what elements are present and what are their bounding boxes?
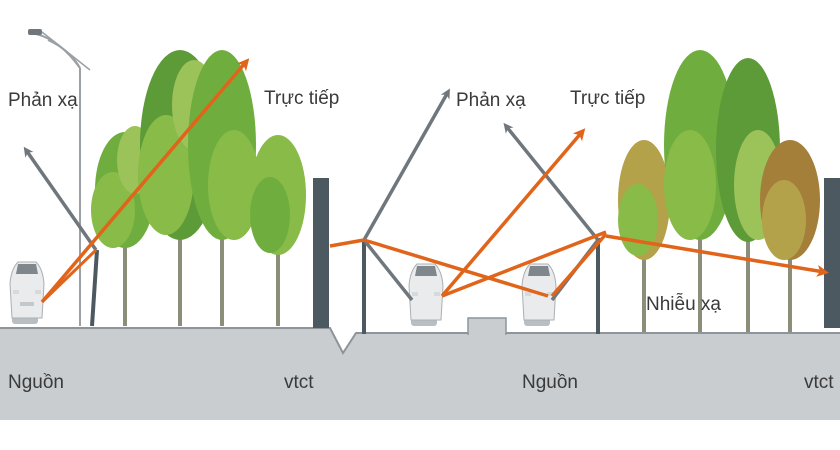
tree-icon: [250, 135, 306, 326]
ground: [0, 317, 840, 420]
reflected-arrow: [503, 122, 600, 242]
direct-arrow: [363, 238, 549, 298]
source-label: Nguồn: [522, 372, 578, 393]
direct-arrow: [329, 238, 365, 248]
direct-label: Trực tiếp: [570, 88, 645, 109]
left-panel: Phản xạ Trực tiếp Nguồn vtct: [8, 29, 339, 393]
reflected-arrow: [23, 146, 98, 252]
car-icon: [408, 263, 444, 326]
tree-group-right: [618, 50, 820, 332]
direct-arrow: [440, 128, 586, 298]
incident-arrow: [40, 248, 98, 304]
tree-group-left: [91, 50, 306, 326]
tree-icon: [664, 50, 736, 332]
street-lamp-icon: [28, 29, 91, 326]
ground-left: [0, 328, 840, 420]
diffracted-label: Nhiễu xạ: [646, 293, 721, 315]
source-label: Nguồn: [8, 372, 64, 393]
receiver-label: vtct: [284, 372, 314, 393]
reflected-label: Phản xạ: [8, 90, 78, 111]
barrier-post: [90, 249, 99, 327]
reflected-arrow: [362, 238, 414, 302]
direct-label: Trực tiếp: [264, 88, 339, 109]
direct-arrow: [40, 58, 250, 304]
tree-icon: [188, 50, 260, 326]
noise-barrier-icon: [824, 178, 840, 328]
reflected-label: Phản xạ: [456, 90, 526, 111]
direct-arrow: [550, 232, 608, 298]
noise-barrier-icon: [313, 178, 329, 328]
diffracted-arrow: [605, 234, 829, 277]
receiver-label: vtct: [804, 372, 834, 393]
car-icon: [9, 261, 45, 324]
direct-arrow: [441, 230, 607, 298]
tree-icon: [760, 140, 820, 332]
right-panel: Phản xạ Trực tiếp Nhiễu xạ Nguồn vtct: [329, 50, 840, 393]
reflected-arrow: [362, 88, 450, 241]
